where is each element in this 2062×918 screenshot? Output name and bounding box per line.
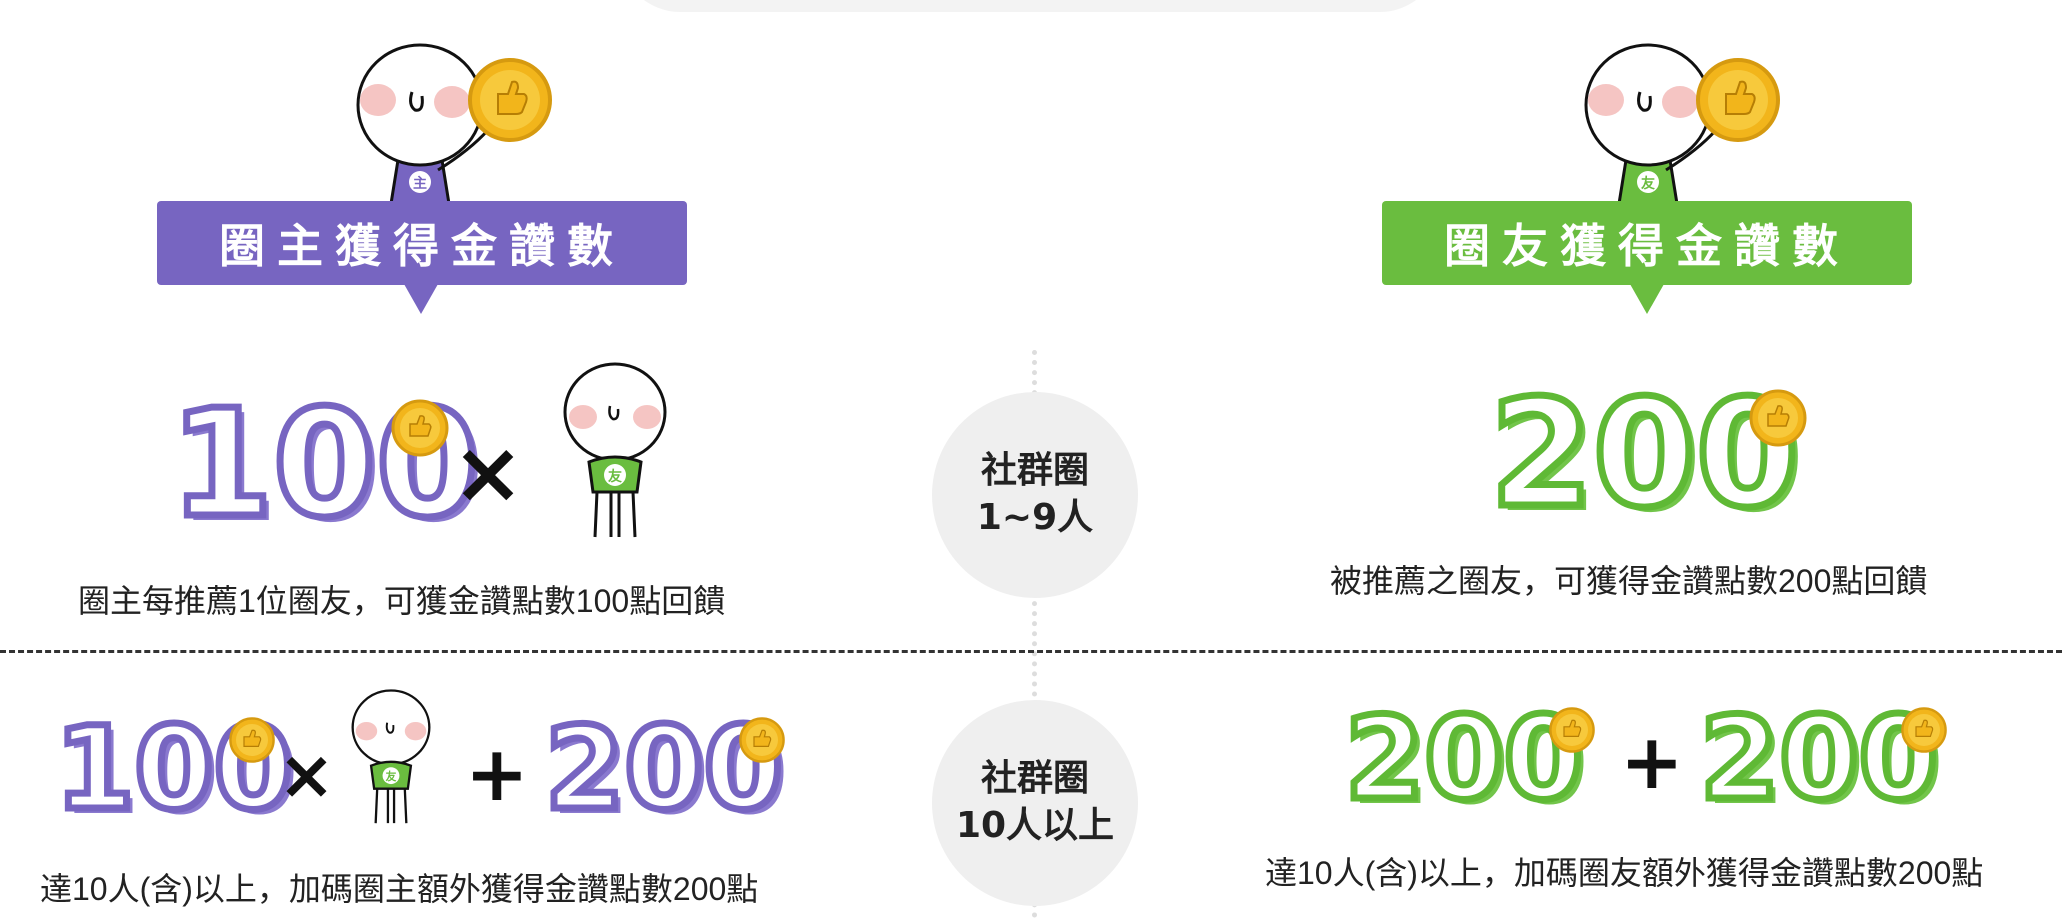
host-tier1-times: ×	[452, 423, 525, 523]
tier-badge-1-9: 社群圈 1~9人	[932, 392, 1138, 598]
tier-badge-2-line2: 10人以上	[955, 805, 1115, 846]
friend-shirt-label: 友	[608, 468, 622, 485]
friend-tier1-amount: 200	[1487, 368, 1803, 540]
friend-tier2-amount-a: 200	[1342, 692, 1587, 825]
friend-top-shirt-label: 友	[1641, 175, 1655, 192]
host-tier2-desc: 達10人(含)以上，加碼圈主額外獲得金讚點數200點	[40, 871, 759, 907]
thumbs-up-coin-icon	[1749, 389, 1807, 447]
host-mascot-icon: 主	[356, 43, 552, 212]
thumbs-up-coin-icon	[391, 399, 449, 457]
friend-tier2-plus: +	[1620, 717, 1684, 806]
thumbs-up-coin-icon	[1549, 707, 1595, 753]
top-decor	[620, 0, 1440, 12]
tier-badge-2-line1: 社群圈	[980, 758, 1089, 800]
friend-shirt-label: 友	[385, 770, 397, 783]
tier-badge-10-plus: 社群圈 10人以上	[932, 700, 1138, 906]
host-shirt-label: 主	[413, 175, 427, 192]
friend-tier2-amount-b: 200	[1697, 692, 1942, 825]
friend-tier1-desc: 被推薦之圈友，可獲得金讚點數200點回饋	[1330, 563, 1928, 599]
friend-tier2-desc: 達10人(含)以上，加碼圈友額外獲得金讚點數200點	[1265, 855, 1984, 891]
thumbs-up-coin-icon	[1901, 707, 1947, 753]
host-banner-pointer	[404, 284, 438, 314]
tier-divider	[0, 650, 2062, 653]
tier-badge-1-line2: 1~9人	[976, 497, 1094, 538]
friend-mascot-icon: 友	[563, 362, 667, 538]
thumbs-up-coin-icon	[739, 717, 785, 763]
friend-banner-pointer	[1630, 284, 1664, 314]
friend-mascot-icon: 友	[351, 689, 431, 824]
host-tier1-desc: 圈主每推薦1位圈友，可獲金讚點數100點回饋	[78, 583, 726, 619]
friend-mascot-icon: 友	[1584, 43, 1780, 212]
thumbs-up-coin-icon	[229, 717, 275, 763]
host-tier2-times: ×	[278, 736, 335, 815]
friend-banner: 圈友獲得金讚數	[1382, 201, 1912, 285]
host-banner: 圈主獲得金讚數	[157, 201, 687, 285]
host-tier2-plus: +	[465, 729, 529, 818]
tier-badge-1-line1: 社群圈	[980, 450, 1089, 492]
center-divider	[1032, 350, 1037, 918]
